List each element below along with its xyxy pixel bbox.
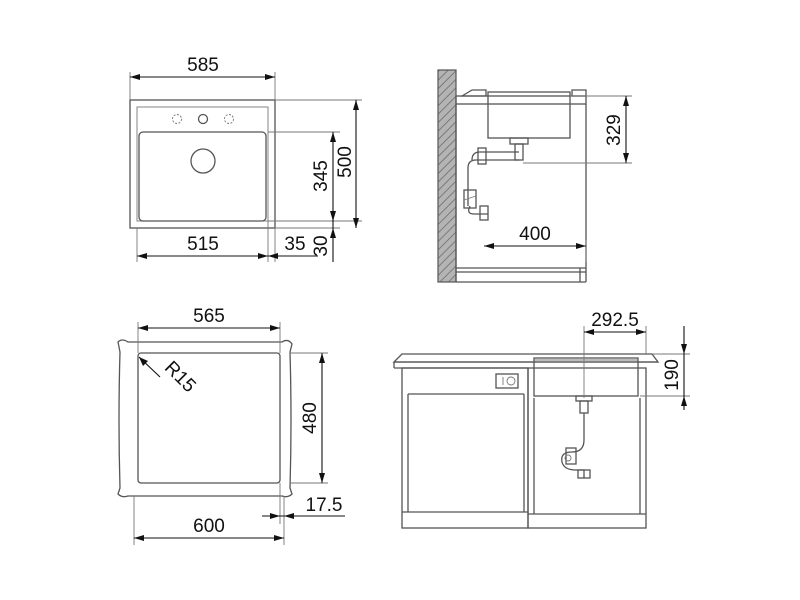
dim-190: 190: [662, 359, 683, 391]
sink-bowl-section: [487, 91, 571, 139]
drain-hole-icon: [190, 148, 216, 174]
sink-bowl-front: [533, 357, 639, 397]
dim-30: 30: [311, 235, 332, 256]
cutout-opening: [137, 352, 281, 484]
dim-480: 480: [300, 402, 321, 434]
control-panel-icon: [495, 373, 519, 389]
wall-section-view: 329 400: [437, 69, 632, 283]
tap-hole-right-icon: [224, 114, 234, 124]
sink-bowl: [138, 131, 267, 222]
dim-35: 35: [284, 234, 305, 255]
sink-cabinet: [527, 367, 647, 529]
cutout-outline: [117, 339, 293, 498]
dim-r15: R15: [160, 357, 199, 396]
dim-400: 400: [519, 224, 551, 245]
dim-17-5: 17.5: [306, 495, 343, 516]
sink-outline: [129, 99, 276, 229]
dim-515: 515: [187, 234, 219, 255]
dishwasher-cabinet: [401, 367, 529, 529]
front-cabinet-view: 292.5 190: [392, 310, 690, 529]
sink-top-view: 585 515 35 345 500 30: [129, 55, 362, 262]
wall-hatch: [437, 69, 457, 283]
dim-565: 565: [193, 306, 225, 327]
dim-500: 500: [335, 146, 356, 178]
dim-600: 600: [193, 516, 225, 537]
tap-hole-center-icon: [197, 113, 209, 125]
dim-585: 585: [187, 55, 219, 76]
tap-hole-left-icon: [172, 114, 182, 124]
dim-329: 329: [604, 114, 625, 146]
countertop: [455, 95, 587, 105]
dim-292-5: 292.5: [591, 310, 639, 331]
dim-345: 345: [311, 160, 332, 192]
cutout-view: R15 565 480 600 17.5: [117, 306, 345, 545]
